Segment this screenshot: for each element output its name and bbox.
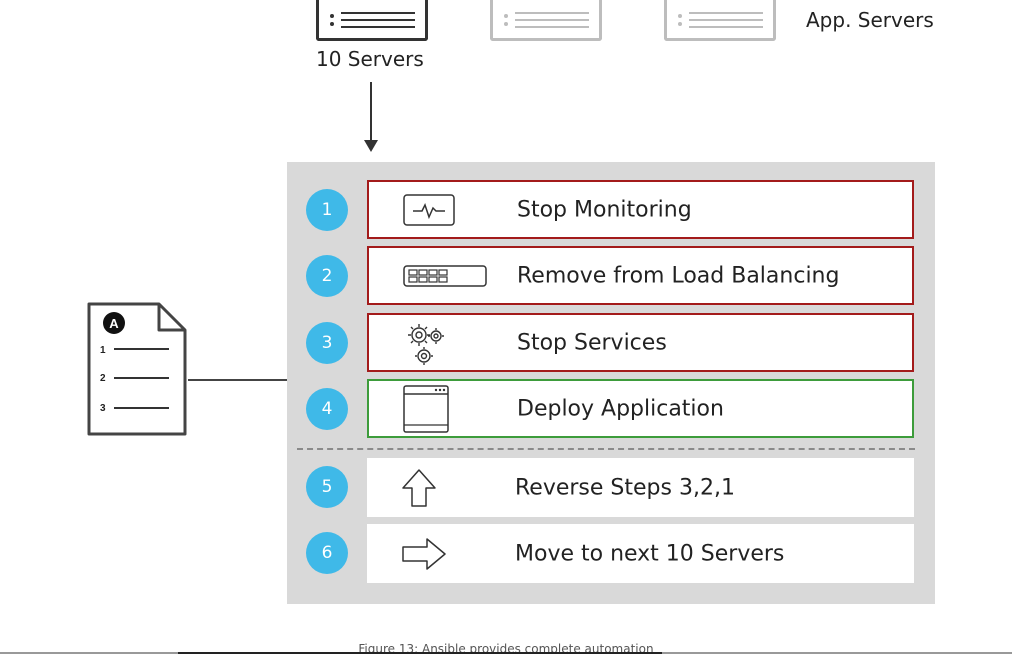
app-window-icon [403,384,449,433]
server-icon [316,0,428,41]
down-arrow-line [370,82,372,142]
step-reverse-steps: Reverse Steps 3,2,1 [367,458,914,517]
load-balancer-icon [403,264,487,287]
step-number-badge: 6 [306,532,348,574]
server-icon-faded [664,0,776,41]
step-label: Reverse Steps 3,2,1 [515,475,735,500]
step-stop-services: Stop Services [367,313,914,372]
down-arrow-icon [364,140,378,152]
step-label: Remove from Load Balancing [517,263,840,288]
step-stop-monitoring: Stop Monitoring [367,180,914,239]
step-move-next: Move to next 10 Servers [367,524,914,583]
step-number-badge: 2 [306,255,348,297]
arrow-right-icon [402,537,446,570]
playbook-line-number: 3 [100,403,106,414]
playbook-line-number: 1 [100,345,106,356]
playbook-document-icon: A 1 2 3 [87,302,187,436]
step-deploy-application: Deploy Application [367,379,914,438]
figure-caption: Figure 13: Ansible provides complete aut… [358,642,654,654]
step-label: Deploy Application [517,396,724,421]
gears-icon [408,323,444,365]
step-label: Stop Monitoring [517,197,692,222]
step-remove-load-balancing: Remove from Load Balancing [367,246,914,305]
bottom-rule-dark [178,652,662,654]
step-number-badge: 4 [306,388,348,430]
server-icon-faded [490,0,602,41]
playbook-line-number: 2 [100,373,106,384]
app-servers-label: App. Servers [806,8,934,32]
playbook-logo-letter: A [109,316,119,331]
arrow-up-icon [402,468,436,507]
step-label: Stop Services [517,330,667,355]
steps-panel: 1 Stop Monitoring 2 Remove from Load Bal… [287,162,935,604]
connector-line [188,379,287,381]
dashed-divider [297,448,915,450]
step-number-badge: 5 [306,466,348,508]
step-number-badge: 3 [306,322,348,364]
step-number-badge: 1 [306,189,348,231]
monitor-pulse-icon [403,193,455,226]
servers-group-label: 10 Servers [316,47,424,71]
step-label: Move to next 10 Servers [515,541,785,566]
